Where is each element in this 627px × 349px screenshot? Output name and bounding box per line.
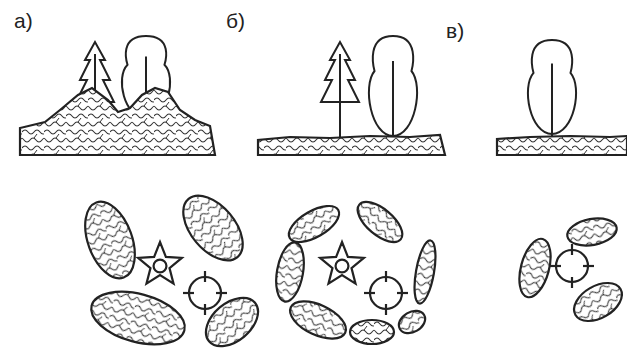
embankment-plan [172, 185, 255, 272]
crosshair-tick [364, 292, 375, 294]
crosshair-tick [204, 304, 206, 315]
symbols [138, 242, 594, 315]
embankments [20, 88, 627, 155]
crosshair-tick [183, 292, 194, 294]
embankment-mound [20, 88, 215, 155]
panel-label: в) [446, 20, 464, 41]
star-center [336, 260, 349, 273]
embankment-plan [85, 282, 190, 349]
crosshair-tick [385, 271, 387, 282]
crosshair-tick [385, 304, 387, 315]
embankment-plan [395, 306, 429, 337]
crosshair-tick [397, 292, 408, 294]
panel-label: а) [14, 10, 33, 31]
embankment-plan [411, 239, 440, 305]
embankment-plan [351, 195, 409, 250]
embankment-plan [514, 235, 557, 300]
star-symbol [138, 242, 182, 284]
embankment-plan [567, 275, 627, 329]
embankment-plan [272, 240, 308, 304]
star-center [154, 260, 167, 273]
embankment-plan [565, 215, 619, 249]
spruce-tree [321, 42, 359, 150]
star-symbol [320, 242, 364, 284]
embankment-low [258, 135, 445, 155]
crosshair-tick [216, 292, 227, 294]
embankment-low [497, 136, 627, 155]
deciduous-tree [369, 36, 417, 150]
plan-embankments [76, 185, 627, 349]
embankment-plan [76, 195, 145, 285]
crosshair-tick [583, 265, 594, 267]
deciduous-tree [528, 40, 576, 150]
crosshair-tick [571, 244, 573, 255]
embankment-plan [284, 294, 351, 347]
crosshair-tick [571, 277, 573, 288]
spruce-trunk [339, 54, 341, 150]
panel-label: б) [226, 10, 245, 31]
crosshair-tick [204, 271, 206, 282]
crosshair-tick [550, 265, 561, 267]
embankment-plan [350, 320, 394, 344]
